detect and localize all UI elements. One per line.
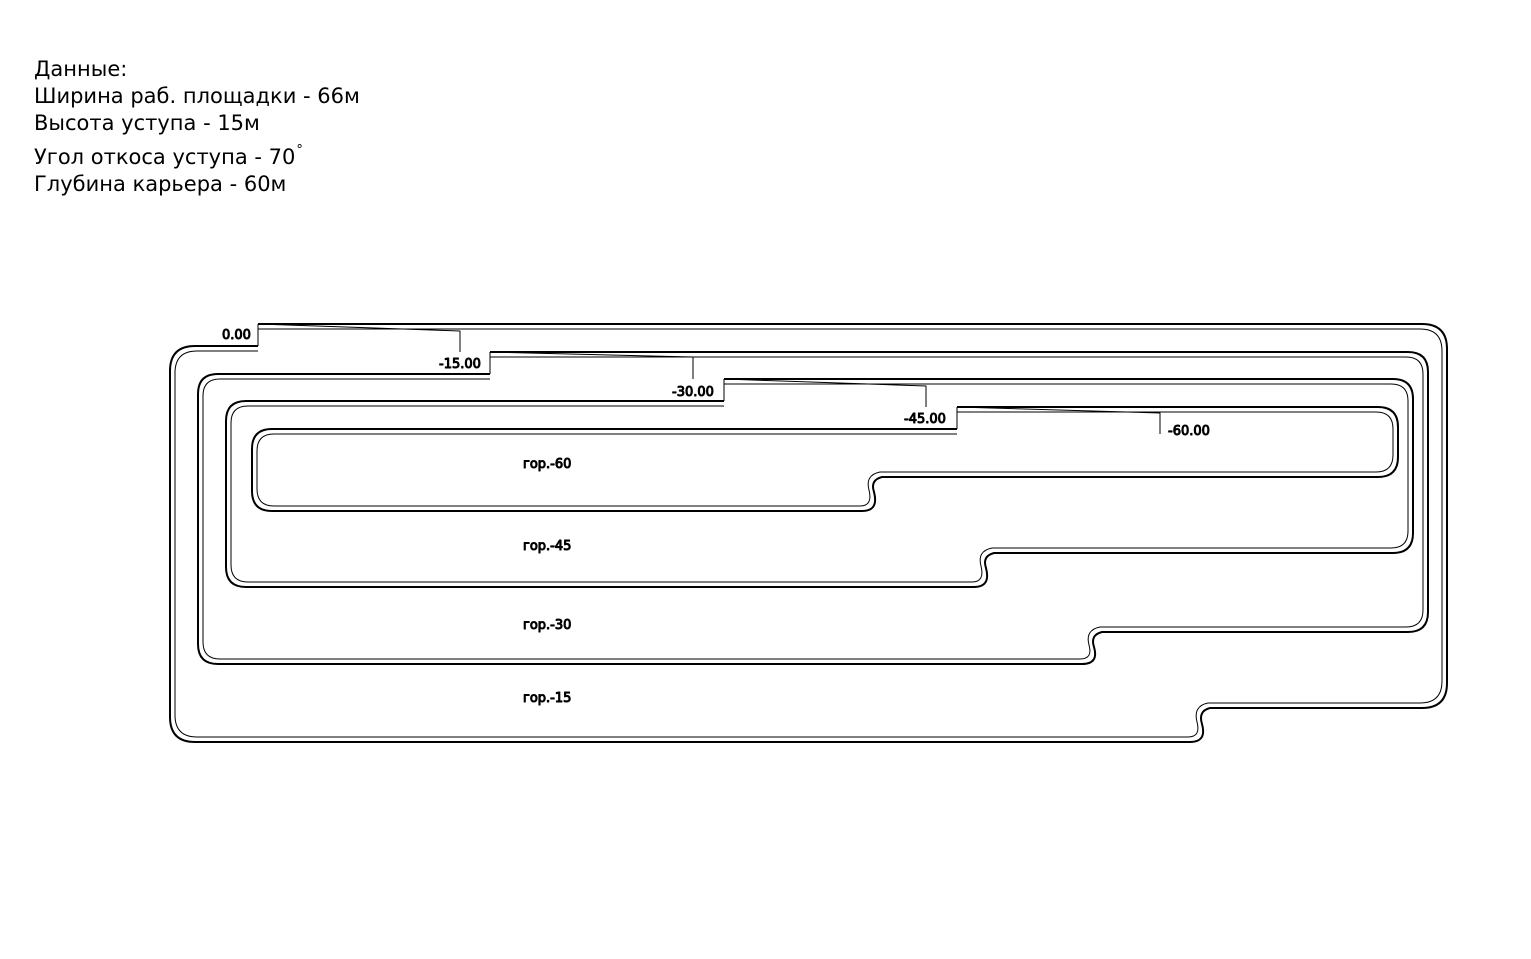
horizon-label-45: гор.-45	[523, 539, 571, 554]
contour-minus-45	[251, 406, 1399, 512]
horizon-label-30: гор.-30	[523, 618, 571, 633]
elevation-mark-45: -45.00	[904, 412, 946, 427]
contour-outer-0	[169, 323, 1448, 743]
horizon-label-15: гор.-15	[523, 691, 571, 706]
contour-15-inner-line	[202, 356, 1424, 660]
contour-0-inner-line	[174, 328, 1443, 738]
degree-symbol: °	[296, 143, 303, 158]
contour-30-outer-line	[225, 378, 1414, 588]
ramp-30-to-45	[723, 378, 927, 407]
bench-height-text: Высота уступа - 15м	[34, 111, 260, 135]
elevation-mark-60: -60.00	[1168, 424, 1210, 439]
ramp-45-to-60	[956, 406, 1161, 434]
pit-depth-text: Глубина карьера - 60м	[34, 172, 287, 196]
contour-minus-15	[197, 351, 1429, 665]
contour-0-outer-line	[169, 323, 1448, 743]
slope-angle-line: Угол откоса уступа - 70°	[34, 137, 360, 171]
contour-15-outer-line	[197, 351, 1429, 665]
elevation-mark-30: -30.00	[672, 385, 714, 400]
ramp-0-to-15	[257, 323, 461, 352]
contour-45-outer-line	[251, 406, 1399, 512]
bench-width-text: Ширина раб. площадки - 66м	[34, 84, 360, 108]
ramp-15-to-30	[489, 351, 694, 379]
slope-angle-text: Угол откоса уступа - 70	[34, 145, 296, 169]
horizon-label-60: гор.-60	[523, 457, 571, 472]
contour-45-inner-line	[256, 411, 1394, 507]
ramps	[257, 323, 1161, 434]
elevation-mark-15: -15.00	[439, 357, 481, 372]
data-heading: Данные:	[34, 57, 128, 81]
data-block: Данные: Ширина раб. площадки - 66м Высот…	[34, 56, 360, 198]
contour-30-inner-line	[230, 383, 1409, 583]
contour-minus-30	[225, 378, 1414, 588]
elevation-mark-0: 0.00	[222, 328, 251, 343]
